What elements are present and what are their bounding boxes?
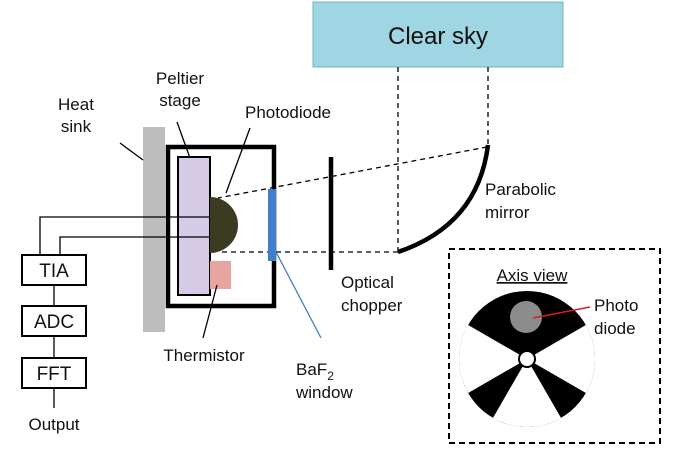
thermistor (210, 261, 231, 289)
baf2-label-line1: BaF2 (296, 360, 334, 383)
axis-view-box (448, 248, 661, 444)
parabolic-label-line2: mirror (485, 203, 530, 222)
leader-thermistor (202, 284, 218, 339)
chopper-opening-3 (458, 325, 527, 393)
parabolic-mirror (397, 144, 491, 255)
leader-peltier (176, 121, 191, 159)
leader-photodiode (225, 127, 251, 194)
heat-sink-label-line1: Heat (58, 95, 94, 114)
tia-label: TIA (39, 261, 69, 282)
axis-view-label: Axis view (497, 266, 569, 285)
chopper-opening-2 (493, 359, 561, 428)
photodiode (210, 197, 238, 253)
leader-baf2 (275, 251, 322, 339)
clear-sky-label: Clear sky (388, 23, 488, 50)
signal-wire-2 (59, 236, 210, 255)
signal-wire-1 (39, 216, 210, 255)
chopper-hub (518, 350, 536, 368)
optical-chopper-label-line2: chopper (341, 296, 403, 315)
photo-diode-label-line2: diode (594, 319, 636, 338)
leader-heat-sink (119, 142, 144, 161)
peltier-label-line1: Peltier (156, 69, 205, 88)
adc-label: ADC (34, 312, 74, 333)
baf2-label-line2: window (295, 383, 353, 402)
photo-diode-label-line1: Photo (594, 296, 638, 315)
photodiode-label: Photodiode (245, 103, 331, 122)
reflected-ray-upper (217, 146, 488, 199)
chopper-wheel (458, 291, 596, 428)
baf2-window (268, 189, 276, 261)
leader-axis-photodiode (532, 306, 591, 319)
peltier-stage (177, 156, 211, 296)
axis-view-photodiode (510, 301, 542, 333)
clear-sky-box (312, 1, 564, 68)
heat-sink-label-line2: sink (61, 117, 92, 136)
fft-label: FFT (37, 364, 72, 385)
thermistor-label: Thermistor (163, 346, 245, 365)
parabolic-label-line1: Parabolic (485, 180, 556, 199)
output-label: Output (28, 415, 79, 434)
fft-box (21, 357, 87, 389)
chopper-opening-1 (527, 325, 596, 393)
heat-sink (143, 127, 165, 332)
optical-chopper-label-line1: Optical (341, 273, 394, 292)
peltier-label-line2: stage (159, 91, 201, 110)
